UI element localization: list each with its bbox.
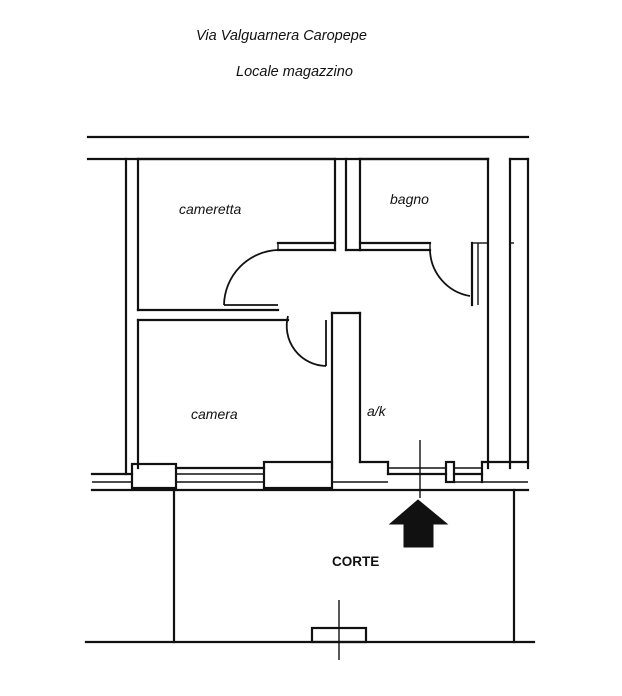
courtyard [84, 488, 536, 660]
cameretta-walls [136, 157, 348, 322]
room-label-bagno: bagno [390, 191, 429, 207]
right-outer-wall [508, 157, 530, 470]
doors [223, 249, 471, 367]
camera-partition [330, 311, 390, 476]
top-wall [86, 135, 530, 161]
room-label-camera: camera [191, 406, 238, 422]
bagno-walls [358, 157, 490, 470]
address-title: Via Valguarnera Caropepe [196, 28, 367, 44]
corridor-walls [276, 241, 432, 252]
front-wall [90, 460, 530, 492]
room-label-ak: a/k [367, 403, 387, 419]
left-wall [124, 157, 140, 476]
entrance-arrow-icon [388, 499, 449, 548]
room-label-corte: CORTE [332, 554, 379, 569]
room-label-cameretta: cameretta [179, 201, 241, 217]
plan-subtitle: Locale magazzino [236, 64, 353, 80]
